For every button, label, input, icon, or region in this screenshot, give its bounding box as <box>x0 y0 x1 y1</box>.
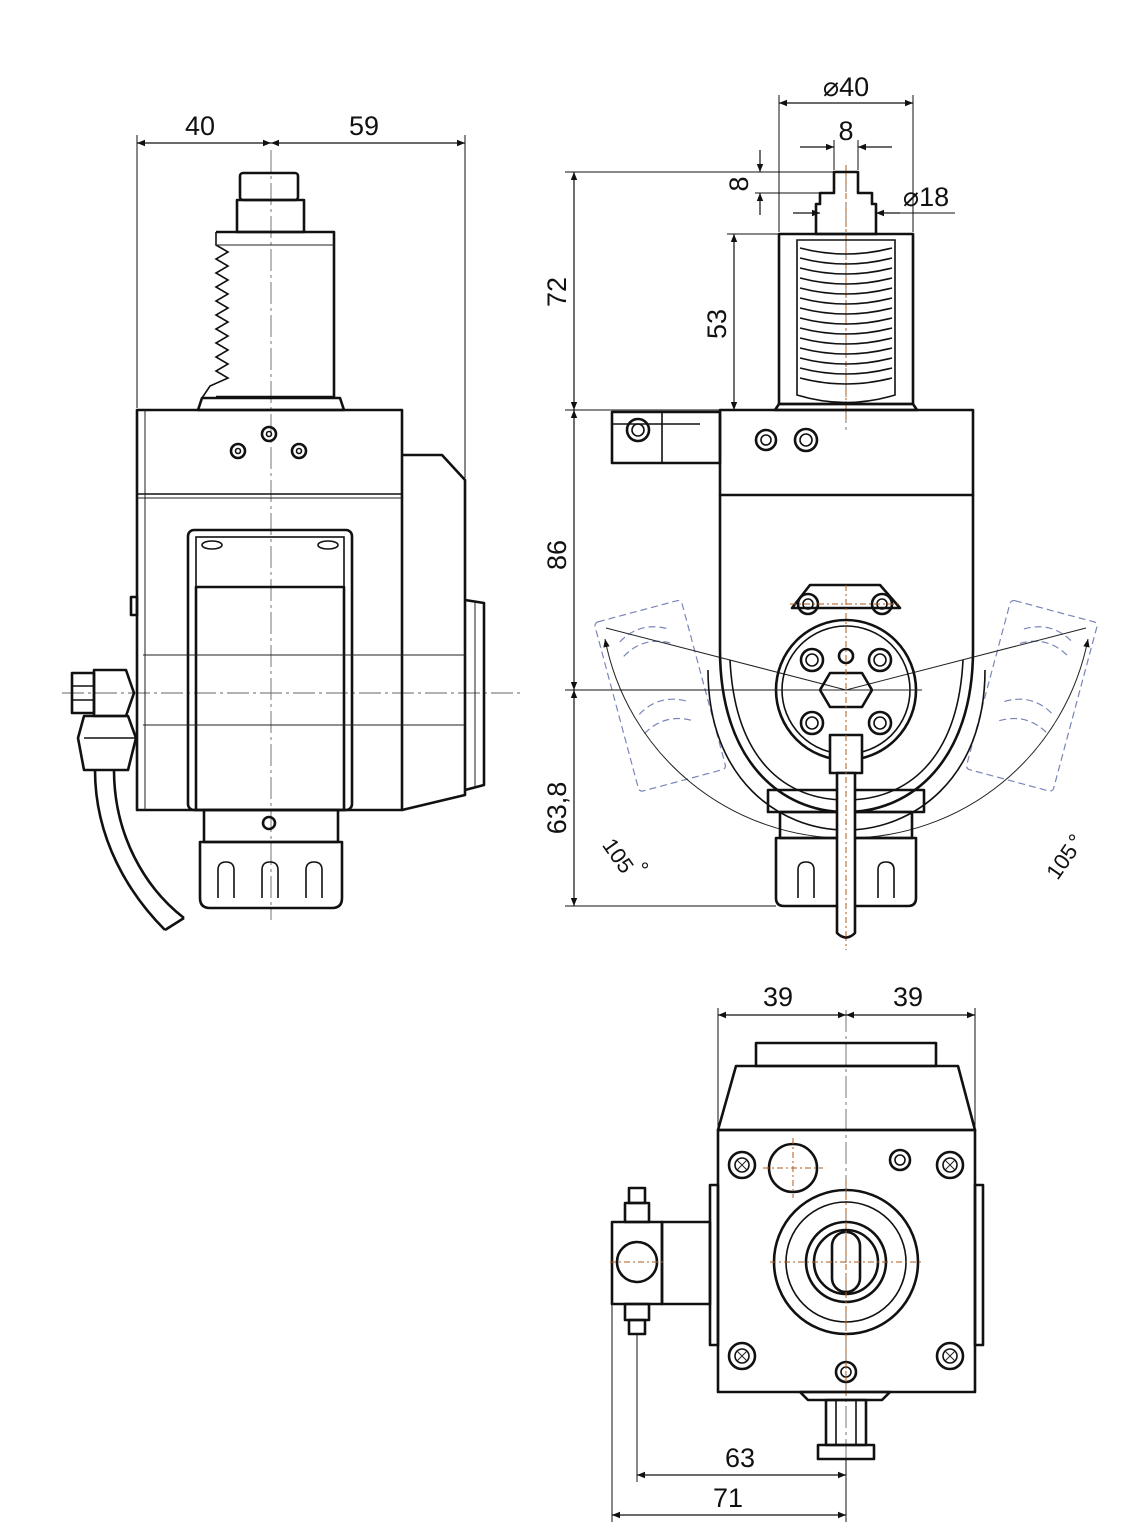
dim-angle-left-degree: ° <box>641 858 650 883</box>
bottom-view-screw-bottom-right <box>935 1341 965 1371</box>
front-view-coolant-fitting <box>70 668 185 932</box>
side-view-swivel-ghost-right <box>966 599 1098 792</box>
front-view-hole-right <box>290 442 308 460</box>
dim-right-width: 59 <box>349 111 379 141</box>
dim-angle-right-degree: ° <box>1068 830 1077 855</box>
front-view-hole-left <box>229 442 247 460</box>
front-view-dimensions: 40 59 <box>136 111 466 478</box>
dim-key-width: 8 <box>838 116 853 146</box>
bottom-view: 39 39 63 71 <box>610 982 985 1522</box>
bottom-view-housing <box>708 1128 985 1400</box>
dim-key-height: 8 <box>724 176 754 191</box>
front-view-hole-top <box>260 425 278 443</box>
side-view-screw-left <box>754 428 778 452</box>
front-view: 40 59 <box>62 111 520 932</box>
bottom-view-port-right <box>888 1148 912 1172</box>
dim-offset-inner: 63 <box>725 1443 755 1473</box>
dim-shank-height: 53 <box>702 309 732 339</box>
bottom-view-dimensions: 39 39 63 71 <box>611 982 976 1522</box>
side-view-rotary-dial <box>770 583 922 950</box>
front-view-housing <box>129 408 486 812</box>
dim-left-width: 40 <box>185 111 215 141</box>
front-view-collet-nut <box>198 808 344 910</box>
dim-angle-left: 105 <box>597 833 639 877</box>
side-view: ⌀40 8 8 ⌀18 72 53 <box>542 72 1098 950</box>
dim-top-height: 72 <box>542 277 572 307</box>
side-view-shaft-bellows <box>799 247 893 385</box>
dim-shank-diameter: ⌀18 <box>903 182 949 212</box>
side-view-tool <box>828 733 864 940</box>
side-view-swivel-ghost-left <box>594 599 726 792</box>
dim-offset-outer: 71 <box>713 1483 743 1513</box>
bottom-view-top-flange <box>716 1064 977 1132</box>
bottom-view-screw-top-right <box>935 1150 965 1180</box>
bottom-view-screw-top-left <box>727 1150 757 1180</box>
front-view-drive-shaft <box>196 171 346 412</box>
bottom-view-coolant-arm <box>610 1186 712 1336</box>
dim-right-half: 39 <box>893 982 923 1012</box>
side-view-coolant-bracket <box>610 410 722 465</box>
side-view-screw-right <box>793 427 819 453</box>
dim-left-half: 39 <box>763 982 793 1012</box>
bottom-view-screw-bottom-left <box>727 1341 757 1371</box>
dim-body-height: 86 <box>542 540 572 570</box>
bottom-view-bottom-fitting <box>798 1390 892 1461</box>
dim-bottom-height: 63,8 <box>542 782 572 835</box>
side-view-dimensions: ⌀40 8 8 ⌀18 72 53 <box>542 72 1083 907</box>
dim-total-diameter: ⌀40 <box>823 72 869 102</box>
